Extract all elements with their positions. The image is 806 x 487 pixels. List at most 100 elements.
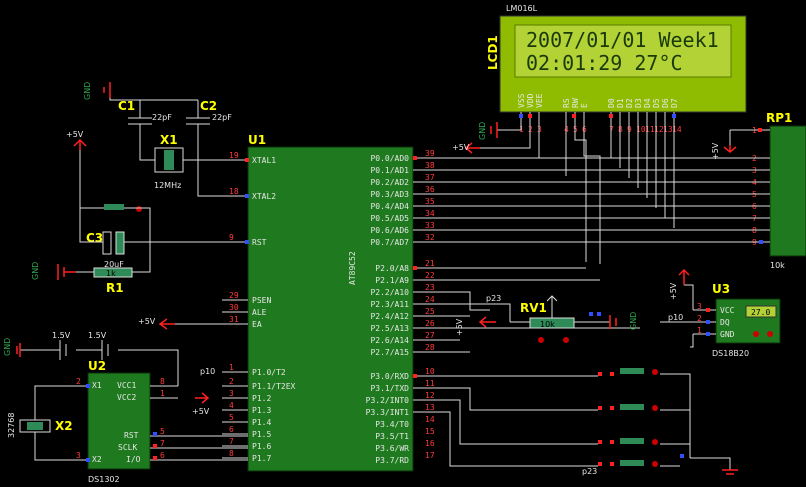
lcd-pin-label: RS [562,98,571,108]
potentiometer-rv1[interactable]: 10k RV1 [520,295,575,343]
battery-2-label: 1.5V [88,331,107,340]
x1-ref: X1 [160,133,178,147]
mcu-right-pin-label: P2.4/A12 [370,312,409,321]
gnd-symbol-rv1 [609,315,617,329]
pin-markers [86,114,763,466]
mcu-left-pin-number: 3 [229,389,234,398]
crystal-x1[interactable]: X1 12MHz [154,133,184,190]
vcc-label-ea: +5V [138,317,156,326]
u2-num-5: 5 [160,427,165,436]
lcd-pin-label: D5 [652,98,661,108]
mcu-right-pin-label: P2.5/A13 [370,324,409,333]
capacitor-c3[interactable]: C3 20uF [86,231,125,269]
mcu-right-pin-number: 14 [425,415,435,424]
mcu-right-pin-number: 13 [425,403,435,412]
lcd-pin-number: 14 [672,125,682,134]
capacitor-c1[interactable]: C1 22pF [118,99,172,161]
lcd-pin-number: 12 [654,125,664,134]
mcu-right-pin-label: P3.5/T1 [375,432,409,441]
c1-value: 22pF [152,113,172,122]
pin-marker [86,458,90,462]
gnd-label-rv1: GND [629,312,638,330]
mcu-left-pin-number: 9 [229,233,234,242]
mcu-left-pin-label: XTAL2 [252,192,276,201]
u3-num-3: 3 [697,302,702,311]
mcu-right-pin-label: P3.2/INT0 [366,396,410,405]
u2-num-1: 1 [160,389,165,398]
pin-marker [680,454,684,458]
u3-ref: U3 [712,282,730,296]
mcu-right-pin-label: P0.2/AD2 [370,178,409,187]
mcu-left-pin-number: 30 [229,303,239,312]
sensor-up-button-icon[interactable] [767,331,773,337]
mcu-right-pin-number: 11 [425,379,435,388]
pin-marker [706,320,710,324]
gnd-symbol-lcd [490,122,498,138]
mcu-left-pin-label: P1.5 [252,430,271,439]
u3-pin-dq: DQ [720,318,730,327]
mcu-left-pin-label: P1.4 [252,418,271,427]
mcu-part: AT89C52 [348,251,357,285]
batteries[interactable]: 1.5V 1.5V GND [3,331,179,386]
x1-value: 12MHz [154,181,181,190]
lcd-pin-label: VEE [535,93,544,108]
mcu-right-pin-label: P3.1/TXD [370,384,409,393]
u2-pin-x2: X2 [92,455,102,464]
mcu-left-pin-label: PSEN [252,296,271,305]
capacitor-c2[interactable]: C2 22pF [183,99,232,161]
mcu-right-pin-label: P2.0/A8 [375,264,409,273]
pin-marker [610,440,614,444]
mcu-right-pin-number: 32 [425,233,435,242]
crystal-x2[interactable]: X2 32768 [7,385,73,461]
rtc-chip[interactable]: U2 DS1302 X1 VCC1 VCC2 RST SCLK I/O X2 2… [70,359,248,484]
net-label-p10: p10 [200,367,215,376]
vcc-arrow-ea [158,318,175,330]
pin-marker [572,114,576,118]
vcc-arrow-rp1 [723,145,737,153]
pin-marker [706,308,710,312]
x2-ref: X2 [55,419,73,433]
mcu-right-pin-label: P2.3/A11 [370,300,409,309]
mcu-left-pin-number: 7 [229,437,234,446]
mcu-left-pin-label: P1.1/T2EX [252,382,296,391]
pin-marker [245,240,249,244]
pin-marker [610,372,614,376]
temp-sensor[interactable]: 27.0 U3 DS18B20 VCC DQ GND 3 2 1 [660,282,781,358]
mcu-right-pin-number: 21 [425,259,435,268]
resistor-r1[interactable]: 1k R1 [93,267,133,295]
mcu-right-pin-label: P2.7/A15 [370,348,409,357]
lcd-pin-number: 10 [636,125,646,134]
gnd-label-reset: GND [31,262,40,280]
mcu-right-pin-label: P3.7/RD [375,456,409,465]
pin-marker [528,114,532,118]
mcu-right-pin-label: P0.3/AD3 [370,190,409,199]
mcu-right-pin-label: P3.3/INT1 [366,408,410,417]
mcu-right-pin-number: 16 [425,439,435,448]
push-buttons[interactable] [620,368,658,467]
vcc-label-sensor: +5V [669,282,678,300]
lcd-pin-number: 13 [663,125,673,134]
mcu-ref: U1 [248,133,266,147]
pin-marker [413,266,417,270]
gnd-symbol-xtal [103,82,111,98]
lcd-wires [480,112,675,264]
pin-marker [598,406,602,410]
mcu-left-pin-number: 29 [229,291,239,300]
pin-marker [153,444,157,448]
mcu-left-pin-number: 1 [229,363,234,372]
pin-marker [413,374,417,378]
mcu-chip[interactable]: U1 AT89C52 XTAL119XTAL218RST9PSEN29ALE30… [222,133,435,472]
vcc-arrow-rv1 [478,316,496,328]
lcd-pin-label: D2 [625,98,634,108]
pin-marker [86,384,90,388]
u2-pin-rst: RST [124,431,139,440]
mcu-right-pin-number: 25 [425,307,435,316]
lcd-module[interactable]: 2007/01/01 Week1 02:01:29 27°C LM016L LC… [486,4,747,134]
vcc-arrow-lcd [464,142,480,154]
lcd-pin-label: E [580,103,589,108]
u2-num-3: 3 [76,451,81,460]
sensor-down-button-icon[interactable] [753,331,759,337]
lcd-pin-label: VSS [517,93,526,108]
